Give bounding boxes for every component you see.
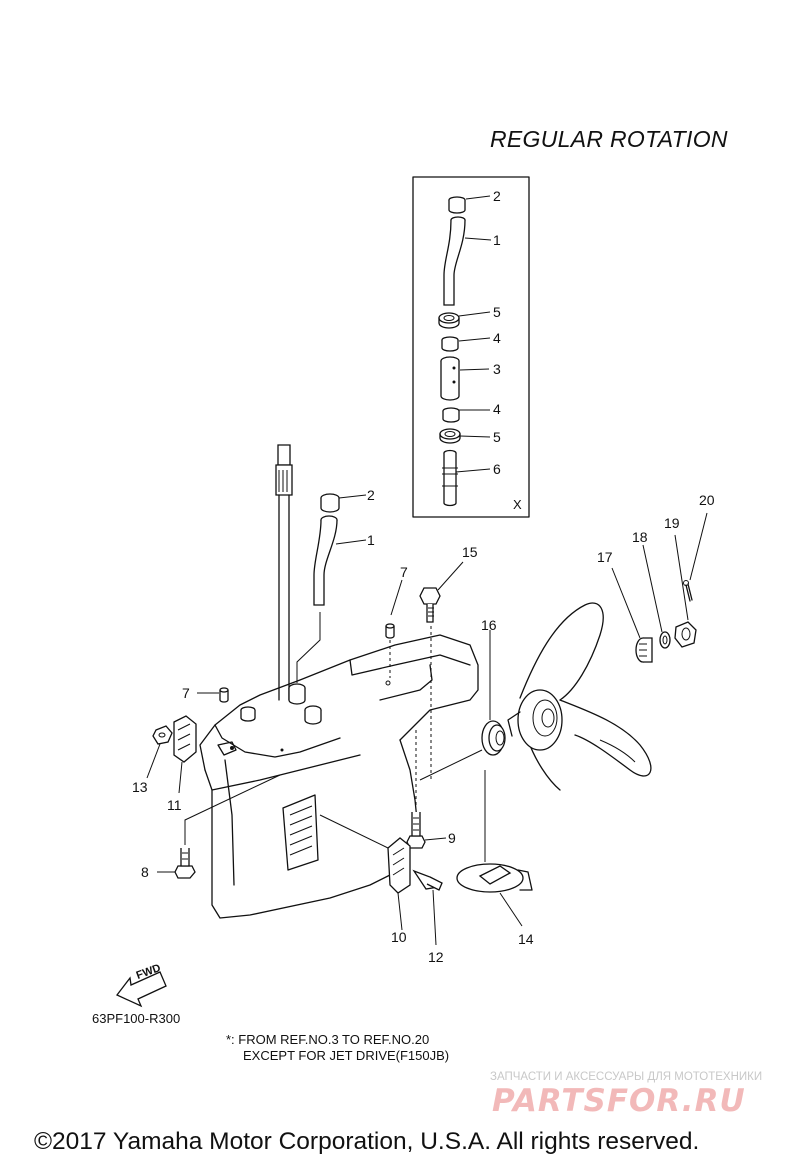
callout-18: 18 xyxy=(632,529,648,545)
callout-8: 8 xyxy=(141,864,149,880)
watermark-caption: ЗАПЧАСТИ И АКСЕССУАРЫ ДЛЯ МОТОТЕХНИКИ xyxy=(490,1071,763,1083)
inset-label: X xyxy=(513,497,522,512)
anode-11 xyxy=(173,715,197,794)
copyright-notice: ©2017 Yamaha Motor Corporation, U.S.A. A… xyxy=(34,1128,700,1155)
callout-13: 13 xyxy=(132,779,148,795)
bolt-15 xyxy=(419,561,464,780)
diagram-title: REGULAR ROTATION xyxy=(490,126,728,152)
drawing-code: 63PF100-R300 xyxy=(92,1011,181,1026)
inset-part-grommet-top xyxy=(441,336,459,352)
note-line-2: EXCEPT FOR JET DRIVE(F150JB) xyxy=(243,1048,450,1063)
drive-shaft xyxy=(275,444,293,701)
spacer-17 xyxy=(611,567,653,663)
bolt-9 xyxy=(406,730,447,849)
dowel-pin-upper xyxy=(385,579,403,678)
callout-3-inset: 3 xyxy=(493,361,501,377)
callout-9: 9 xyxy=(448,830,456,846)
bolt-12 xyxy=(412,869,443,946)
washer-18 xyxy=(642,544,671,649)
inset-part-collar xyxy=(448,196,466,214)
inset-part-seal-bottom xyxy=(439,428,461,444)
callout-14: 14 xyxy=(518,931,534,947)
callout-4-inset-top: 4 xyxy=(493,330,501,346)
callout-10: 10 xyxy=(391,929,407,945)
watermark-logo: PARTSFOR.RU xyxy=(492,1083,746,1119)
callout-16: 16 xyxy=(481,617,497,633)
lower-case-housing xyxy=(199,634,479,919)
dowel-pin-lower xyxy=(197,687,229,703)
callout-7-upper: 7 xyxy=(400,564,408,580)
callout-5-inset-bottom: 5 xyxy=(493,429,501,445)
callout-6-inset: 6 xyxy=(493,461,501,477)
callout-1-inset: 1 xyxy=(493,232,501,248)
bolt-8 xyxy=(157,774,281,879)
callout-20: 20 xyxy=(699,492,715,508)
inset-part-grommet-bottom xyxy=(442,407,460,423)
inset-part-pipe xyxy=(442,449,458,507)
note-line-1: *: FROM REF.NO.3 TO REF.NO.20 xyxy=(226,1032,430,1047)
callout-2-inset: 2 xyxy=(493,188,501,204)
propeller xyxy=(507,602,652,791)
water-tube xyxy=(313,493,367,606)
fwd-arrow-icon xyxy=(115,971,167,1008)
callout-7-lower: 7 xyxy=(182,685,190,701)
thrust-washer-16 xyxy=(419,630,506,781)
callout-5-inset-top: 5 xyxy=(493,304,501,320)
callout-19: 19 xyxy=(664,515,680,531)
nut-13 xyxy=(146,725,173,779)
callout-2: 2 xyxy=(367,487,375,503)
nut-19 xyxy=(674,534,697,648)
inset-part-sleeve xyxy=(440,356,460,401)
callout-12: 12 xyxy=(428,949,444,965)
callout-4-inset-bottom: 4 xyxy=(493,401,501,417)
callout-1: 1 xyxy=(367,532,375,548)
callout-15: 15 xyxy=(462,544,478,560)
cotter-pin-20 xyxy=(683,512,708,602)
callout-17: 17 xyxy=(597,549,613,565)
anode-10 xyxy=(319,814,411,931)
anode-14 xyxy=(456,770,533,927)
inset-part-water-tube xyxy=(443,216,466,306)
inset-part-seal-top xyxy=(438,312,460,329)
callout-11: 11 xyxy=(167,797,182,813)
inset-frame xyxy=(412,176,530,518)
